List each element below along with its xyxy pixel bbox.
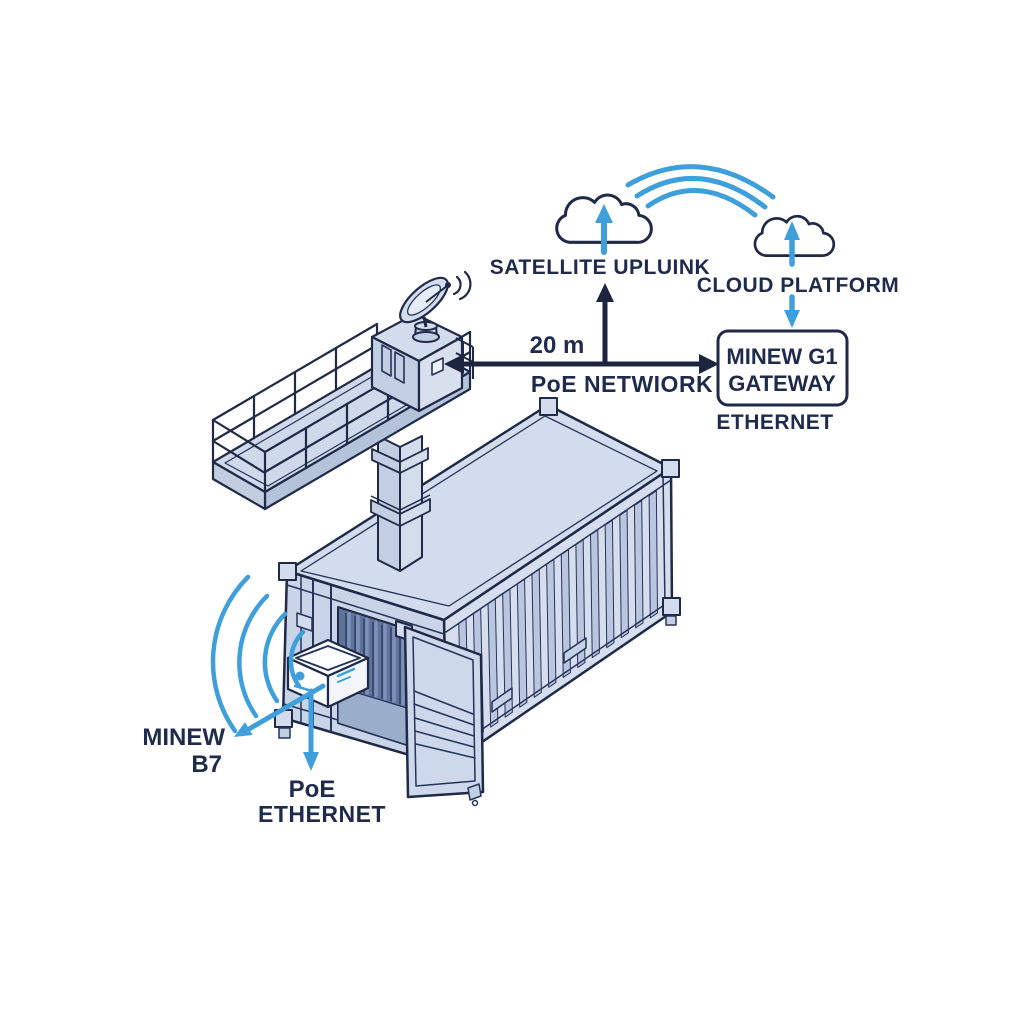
gateway-label-line1: MINEW G1 [726,344,837,369]
satellite-uplink-label: SATELLITE UPLUINK [490,256,710,279]
gateway-sublabel: ETHERNET [716,411,833,434]
ble-signal-arcs [210,574,306,734]
uplink-arrow [595,204,613,255]
beacon-device [286,638,370,709]
cloud-to-gateway-arrow [784,294,800,328]
mast-cabin [370,312,474,413]
door-vent [296,612,313,632]
cloud-up-arrow [784,221,800,267]
forklift-pocket [491,687,513,713]
cabin-window [431,357,444,376]
mast-collar [370,494,431,527]
back-railing [211,322,379,475]
gateway-box: MINEW G1 GATEWAY [716,329,849,407]
poe-drop-label-line1: PoE [289,776,336,803]
dish-signal-waves [452,275,462,296]
cloud-platform-label: CLOUD PLATFORM [697,274,900,297]
open-door [403,625,485,807]
cabin-door [381,344,392,377]
satellite-dish [399,270,472,343]
mast-column [370,435,431,572]
poe-network-label: PoE NETWIORK [531,371,713,397]
beacon-logo [293,667,356,694]
link-distance-label: 20 m [530,332,585,359]
mast-collar [371,447,429,474]
poe-drop-arrow [303,688,319,771]
forklift-pocket [563,637,587,664]
dish-signal-waves [458,270,472,301]
beacon-label-line1: MINEW [142,724,225,751]
poe-network-line [444,283,719,374]
satellite-comm-arcs [625,164,776,218]
gateway-label-line2: GATEWAY [728,371,836,396]
poe-drop-label-line2: ETHERNET [258,801,386,827]
cabin-door [394,351,405,384]
beacon-label-line2: B7 [191,751,222,778]
